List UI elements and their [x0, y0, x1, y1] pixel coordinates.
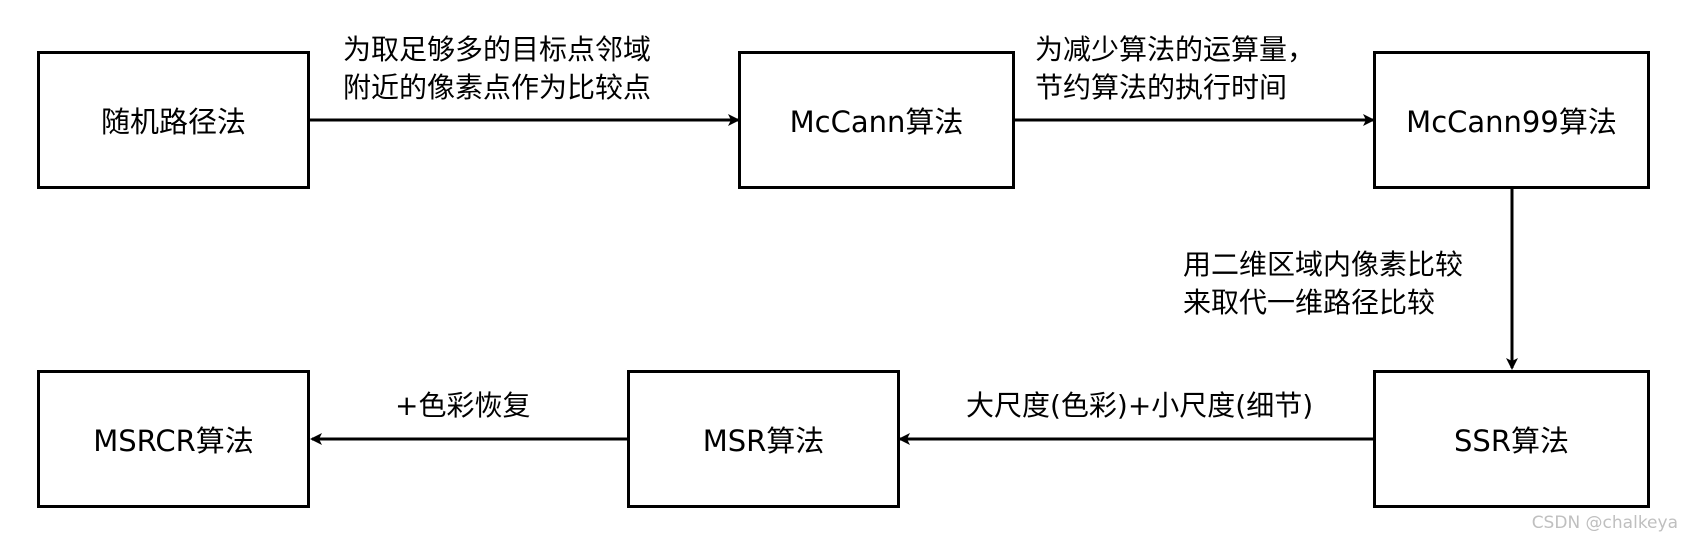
- edge-label-line: 大尺度(色彩)+小尺度(细节): [966, 389, 1314, 422]
- edge-label-line: 节约算法的执行时间: [1035, 71, 1288, 104]
- edge-label-line: +色彩恢复: [395, 389, 531, 422]
- node-ssr-label: SSR算法: [1454, 424, 1569, 458]
- node-mccann99: McCann99算法: [1373, 51, 1650, 189]
- node-msrcr-label: MSRCR算法: [93, 424, 254, 458]
- node-msrcr: MSRCR算法: [37, 370, 310, 508]
- node-mccann: McCann算法: [738, 51, 1015, 189]
- edge-label-ssr-to-msr: 大尺度(色彩)+小尺度(细节): [966, 387, 1313, 425]
- edge-label-line: 来取代一维路径比较: [1183, 286, 1436, 319]
- node-random-path-label: 随机路径法: [100, 105, 246, 139]
- edge-label-line: 用二维区域内像素比较: [1183, 248, 1464, 281]
- node-mccann99-label: McCann99算法: [1406, 105, 1617, 139]
- node-ssr: SSR算法: [1373, 370, 1650, 508]
- edge-label-mccann99-to-ssr: 用二维区域内像素比较 来取代一维路径比较: [1183, 246, 1463, 322]
- edge-label-line: 为取足够多的目标点邻域: [343, 33, 652, 66]
- node-msr-label: MSR算法: [702, 424, 825, 458]
- node-msr: MSR算法: [627, 370, 900, 508]
- edge-label-mccann-to-mccann99: 为减少算法的运算量， 节约算法的执行时间: [1035, 31, 1315, 107]
- watermark: CSDN @chalkeya: [1531, 513, 1678, 533]
- edge-label-random-to-mccann: 为取足够多的目标点邻域 附近的像素点作为比较点: [343, 31, 651, 107]
- edge-label-line: 附近的像素点作为比较点: [343, 71, 652, 104]
- edge-label-msr-to-msrcr: +色彩恢复: [395, 387, 530, 425]
- node-mccann-label: McCann算法: [789, 105, 964, 139]
- edge-label-line: 为减少算法的运算量，: [1035, 33, 1316, 66]
- node-random-path: 随机路径法: [37, 51, 310, 189]
